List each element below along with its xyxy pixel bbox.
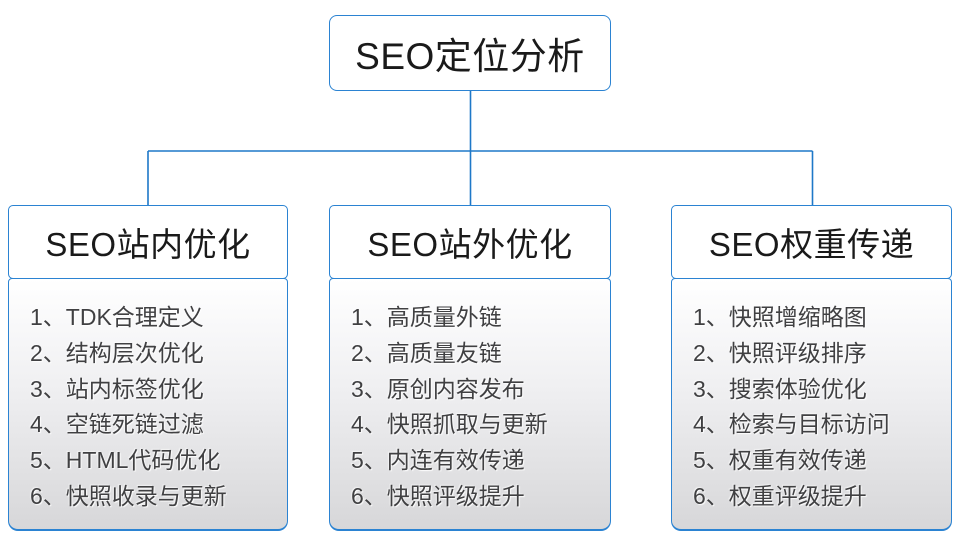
list-item: 3、站内标签优化 xyxy=(30,375,204,402)
branch-header-label: SEO站内优化 xyxy=(45,226,251,263)
list-item: 3、原创内容发布 xyxy=(351,375,525,402)
branch-header-label: SEO权重传递 xyxy=(708,226,915,263)
list-item: 5、内连有效传递 xyxy=(351,447,525,474)
branch-list-onsite: 1、TDK合理定义 2、结构层次优化 3、站内标签优化 4、空链死链过滤 5、H… xyxy=(8,278,288,531)
branch-header-onsite: SEO站内优化 xyxy=(8,205,288,279)
branch-header-offsite: SEO站外优化 xyxy=(329,205,611,279)
branch-item-list: 1、快照增缩略图 2、快照评级排序 3、搜索体验优化 4、检索与目标访问 5、权… xyxy=(672,279,951,515)
root-node-seo-positioning: SEO定位分析 xyxy=(329,15,611,91)
list-item: 5、权重有效传递 xyxy=(693,447,867,474)
list-item: 6、快照收录与更新 xyxy=(30,482,227,509)
list-item: 3、搜索体验优化 xyxy=(693,375,867,402)
branch-item-list: 1、TDK合理定义 2、结构层次优化 3、站内标签优化 4、空链死链过滤 5、H… xyxy=(9,279,287,515)
branch-item-list: 1、高质量外链 2、高质量友链 3、原创内容发布 4、快照抓取与更新 5、内连有… xyxy=(330,279,610,515)
list-item: 2、高质量友链 xyxy=(351,339,502,366)
list-item: 5、HTML代码优化 xyxy=(30,447,221,474)
list-item: 4、检索与目标访问 xyxy=(693,411,890,438)
list-item: 2、快照评级排序 xyxy=(693,339,867,366)
list-item: 4、快照抓取与更新 xyxy=(351,411,548,438)
list-item: 1、TDK合理定义 xyxy=(30,304,204,330)
list-item: 6、快照评级提升 xyxy=(351,482,525,509)
root-node-label: SEO定位分析 xyxy=(355,36,585,77)
list-item: 1、快照增缩略图 xyxy=(693,304,867,330)
list-item: 6、权重评级提升 xyxy=(693,482,867,509)
branch-header-weight: SEO权重传递 xyxy=(671,205,952,279)
list-item: 4、空链死链过滤 xyxy=(30,411,204,438)
branch-list-offsite: 1、高质量外链 2、高质量友链 3、原创内容发布 4、快照抓取与更新 5、内连有… xyxy=(329,278,611,531)
list-item: 1、高质量外链 xyxy=(351,304,502,330)
branch-header-label: SEO站外优化 xyxy=(367,226,573,263)
branch-list-weight: 1、快照增缩略图 2、快照评级排序 3、搜索体验优化 4、检索与目标访问 5、权… xyxy=(671,278,952,531)
list-item: 2、结构层次优化 xyxy=(30,339,204,366)
